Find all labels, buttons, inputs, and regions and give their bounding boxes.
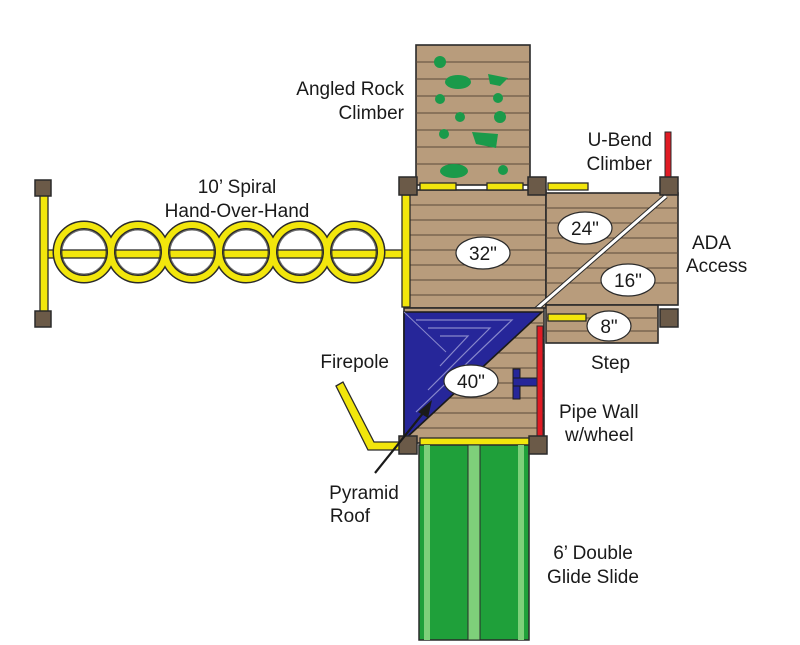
height-step: 8": [600, 317, 617, 338]
rock-climber-label-1: Angled Rock: [296, 79, 404, 100]
ubend-label-1: U-Bend: [588, 130, 652, 151]
climbing-rocks: [434, 56, 508, 178]
spiral-label-1: 10’ Spiral: [198, 177, 277, 198]
height-deck-main: 32": [469, 244, 497, 265]
support-posts: [398, 176, 679, 455]
rock-climber-wall: [415, 44, 531, 186]
pyramid-roof-arrow: [374, 400, 432, 474]
pipe-wall: [536, 325, 544, 437]
monkey-bar-post-bottom: [34, 310, 52, 328]
step-label: Step: [591, 353, 630, 374]
height-ramp-upper: 24": [571, 219, 599, 240]
ubend-label-2: Climber: [587, 154, 653, 175]
labels: Angled Rock Climber 10’ Spiral Hand-Over…: [165, 79, 748, 588]
firepole-label: Firepole: [320, 352, 389, 373]
ada-label-2: Access: [686, 256, 747, 277]
height-ramp-lower: 16": [614, 271, 642, 292]
height-callouts: 32" 24" 16" 8" 40": [443, 211, 656, 398]
ada-ramp: [531, 192, 679, 314]
firepole: [335, 381, 409, 451]
pipewall-label-1: Pipe Wall: [559, 402, 639, 423]
slide-label-1: 6’ Double: [553, 543, 633, 564]
monkey-bar-post-top: [34, 179, 52, 197]
u-bend-climber: [664, 131, 672, 183]
pipewall-label-2: w/wheel: [564, 425, 634, 446]
slide-label-2: Glide Slide: [547, 567, 639, 588]
height-tower: 40": [457, 372, 485, 393]
ada-label-1: ADA: [692, 233, 731, 254]
rock-climber-label-2: Climber: [339, 103, 405, 124]
pyramid-label-2: Roof: [330, 506, 371, 527]
double-glide-slide: [418, 437, 531, 641]
pyramid-label-1: Pyramid: [329, 483, 399, 504]
spiral-label-2: Hand-Over-Hand: [165, 201, 310, 222]
